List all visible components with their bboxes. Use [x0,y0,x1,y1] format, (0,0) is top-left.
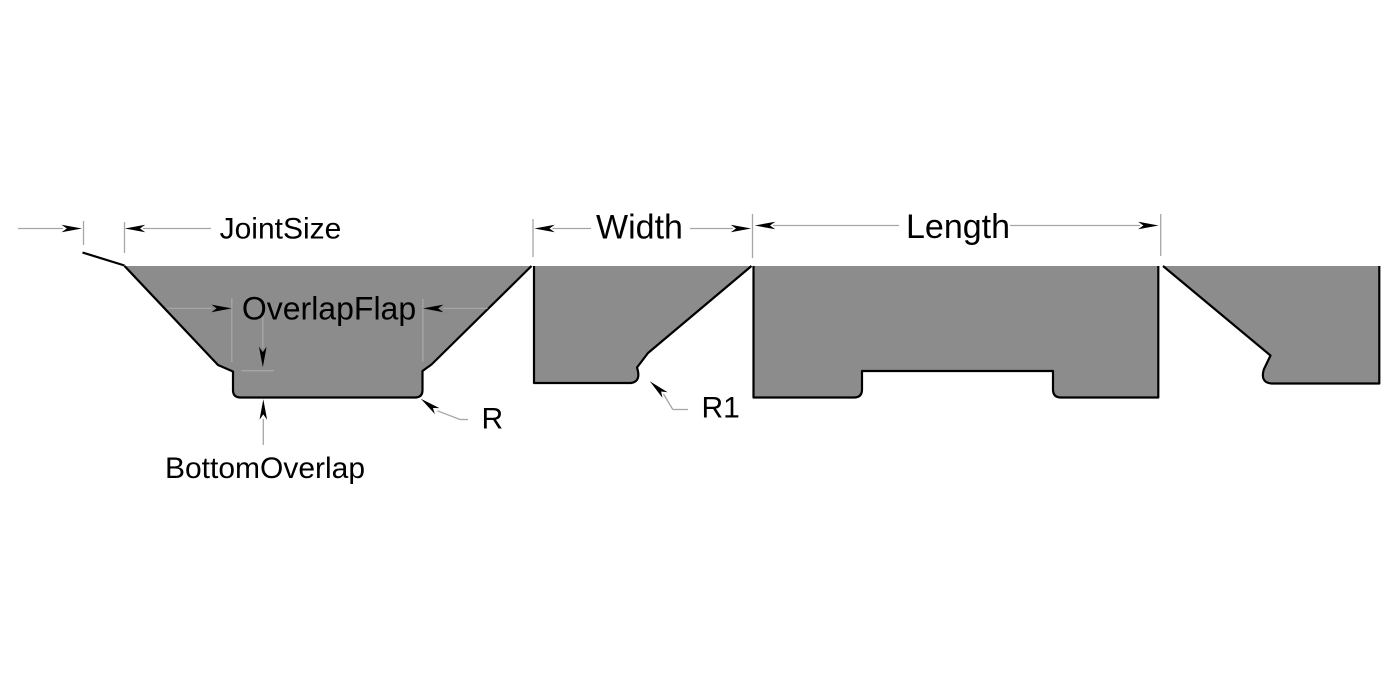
length-arrowhead-left [754,221,776,230]
r-leader-arrowhead [420,398,440,415]
overlapflap-label: OverlapFlap [242,291,416,327]
jointsize-arrowhead-outer-left [61,224,82,233]
length-arrowhead-right [1138,221,1159,230]
bottomoverlap-arrowhead-up [259,399,268,420]
radius-r1-label: R1 [702,392,740,425]
jointsize-label: JointSize [220,213,342,246]
dimension-lines [18,214,1162,445]
width-arrowhead-left [534,224,555,233]
r1-leader-diagonal [662,393,674,410]
panel-profile-fill [753,266,1159,398]
panel-profile-outline [752,266,1160,399]
overlapflap-arrowhead-right [422,304,444,313]
flap-profile-outline [532,265,753,385]
dimension-labels: JointSize Width Length OverlapFlap Botto… [165,208,1010,485]
jointsize-arrowhead-outer-right [124,224,146,233]
dimension-arrowheads [61,221,1159,420]
radius-r-label: R [482,403,504,436]
socket-profile-outline [123,265,533,399]
joint-chamfer-edge-line [82,251,125,267]
overlapflap-arrowhead-left [211,304,232,313]
width-arrowhead-right [730,224,752,233]
end-profile-fill [1163,266,1380,384]
flap-profile-fill [534,266,752,383]
profile-shapes [82,251,1381,399]
end-profile-outline [1162,265,1381,385]
r-leader-diagonal [437,410,461,421]
length-label: Length [906,208,1010,246]
overlapflap-depth-arrowhead-down [258,346,267,368]
r1-leader-arrowhead [649,381,668,398]
width-label: Width [596,209,683,247]
bottomoverlap-label: BottomOverlap [165,452,365,485]
